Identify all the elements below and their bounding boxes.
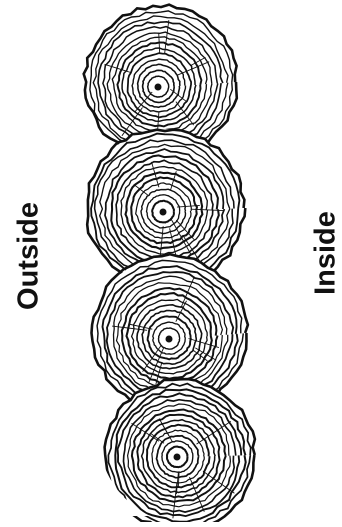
ring-center <box>160 209 167 216</box>
ring-center <box>174 454 181 461</box>
ring-center <box>155 84 162 91</box>
inside-label: Inside <box>312 211 341 295</box>
ring-center <box>166 336 173 343</box>
outside-label: Outside <box>15 202 44 310</box>
